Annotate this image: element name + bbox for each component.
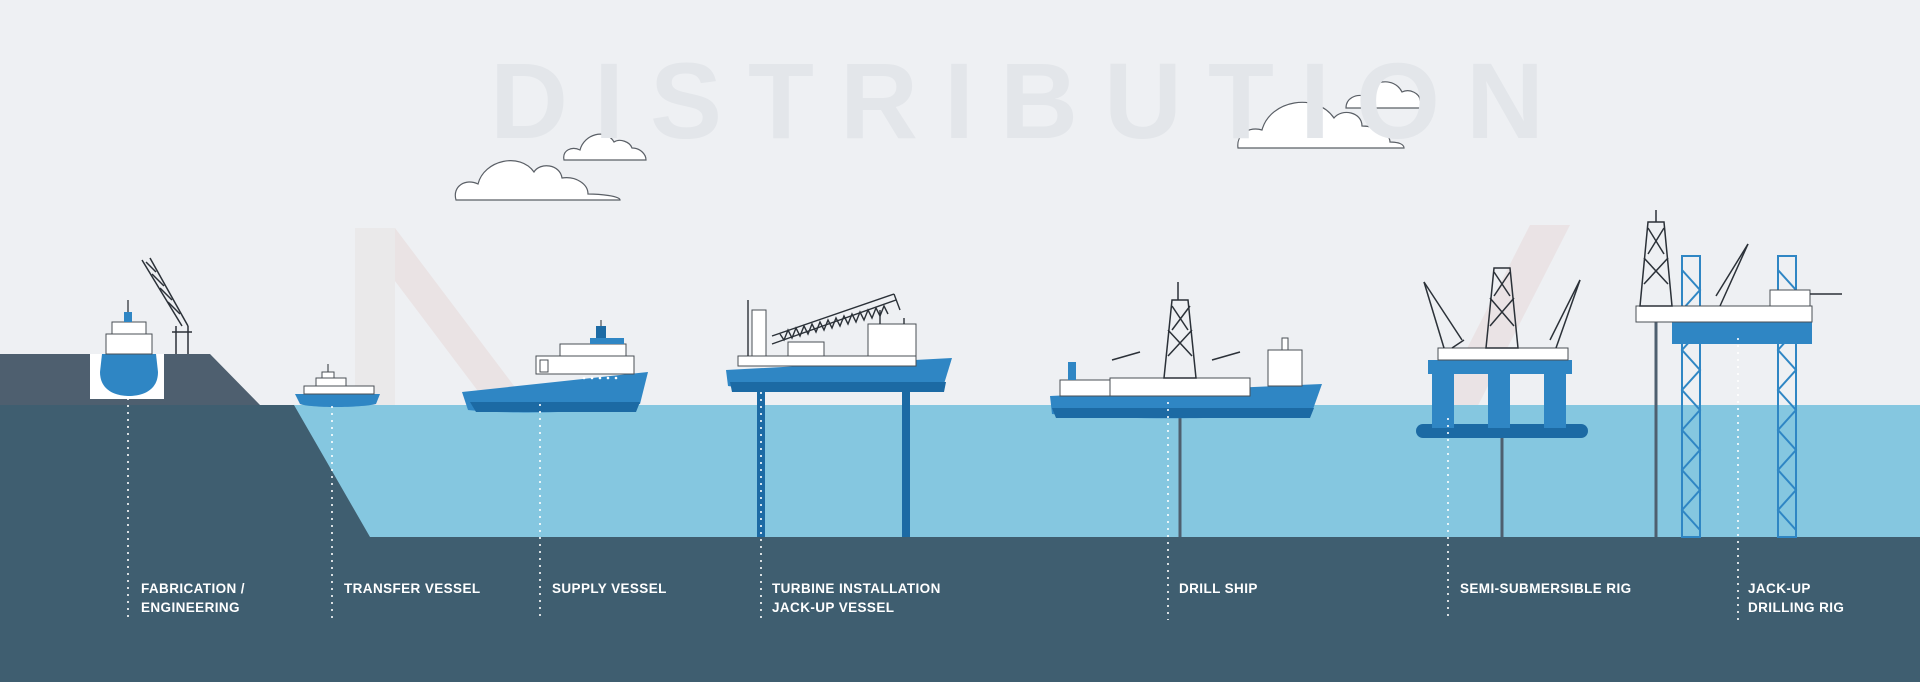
label-transfer-vessel: TRANSFER VESSEL: [344, 581, 481, 596]
cloud-icon: [1345, 81, 1429, 109]
ship-in-drydock-icon: [100, 257, 192, 396]
turbine-installation-vessel-icon: [726, 293, 952, 537]
semi-submersible-rig-icon: [1416, 267, 1588, 537]
leader-lines: [127, 338, 1739, 620]
cloud-icon: [1237, 101, 1405, 149]
drill-ship-icon: [1050, 282, 1322, 537]
seabed: [0, 537, 1920, 682]
label-semi-submersible: SEMI-SUBMERSIBLE RIG: [1460, 581, 1632, 596]
jack-up-rig-icon: [1635, 210, 1842, 538]
coastal-slope: [0, 405, 370, 537]
cloud-icon: [563, 133, 647, 161]
transfer-vessel-icon: [295, 364, 380, 407]
supply-vessel-icon: [462, 320, 648, 413]
label-drill-ship: DRILL SHIP: [1179, 581, 1258, 596]
label-fabrication: FABRICATION /ENGINEERING: [141, 581, 245, 615]
watermark-text: DISTRIBUTION: [490, 40, 1570, 161]
cloud-icon: [454, 160, 621, 201]
label-supply-vessel: SUPPLY VESSEL: [552, 581, 667, 596]
